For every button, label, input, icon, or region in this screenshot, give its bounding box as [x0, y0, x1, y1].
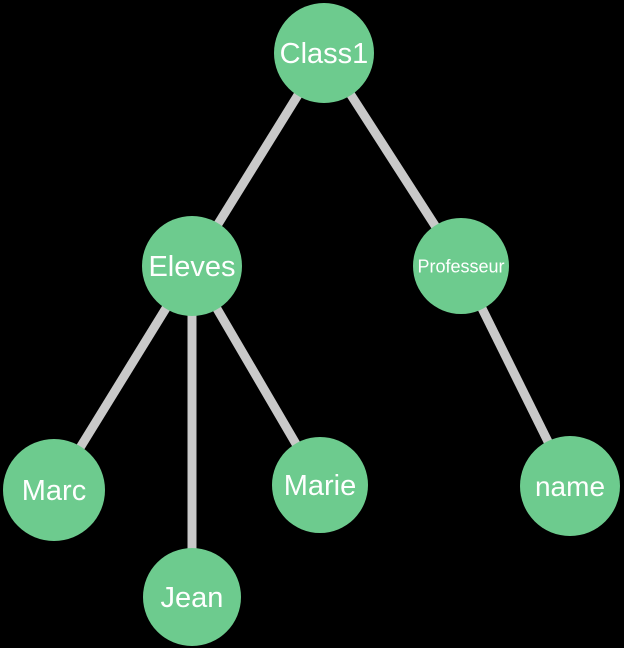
node-label-marc: Marc — [22, 475, 86, 507]
tree-node-class1: Class1 — [274, 3, 374, 103]
node-circle-jean — [143, 548, 241, 646]
node-label-class1: Class1 — [280, 38, 369, 70]
tree-node-marie: Marie — [272, 437, 368, 533]
node-circle-name — [520, 436, 620, 536]
tree-node-jean: Jean — [143, 548, 241, 646]
node-circle-marie — [272, 437, 368, 533]
node-circle-marc — [3, 439, 105, 541]
node-label-professeur: Professeur — [417, 256, 504, 276]
tree-node-professeur: Professeur — [413, 218, 509, 314]
tree-node-marc: Marc — [3, 439, 105, 541]
node-label-name: name — [535, 471, 605, 502]
node-label-marie: Marie — [284, 470, 357, 502]
node-circle-professeur — [413, 218, 509, 314]
node-label-eleves: Eleves — [148, 251, 235, 283]
node-circle-class1 — [274, 3, 374, 103]
node-label-jean: Jean — [161, 582, 224, 614]
tree-node-eleves: Eleves — [142, 216, 242, 316]
tree-node-name: name — [520, 436, 620, 536]
node-circle-eleves — [142, 216, 242, 316]
